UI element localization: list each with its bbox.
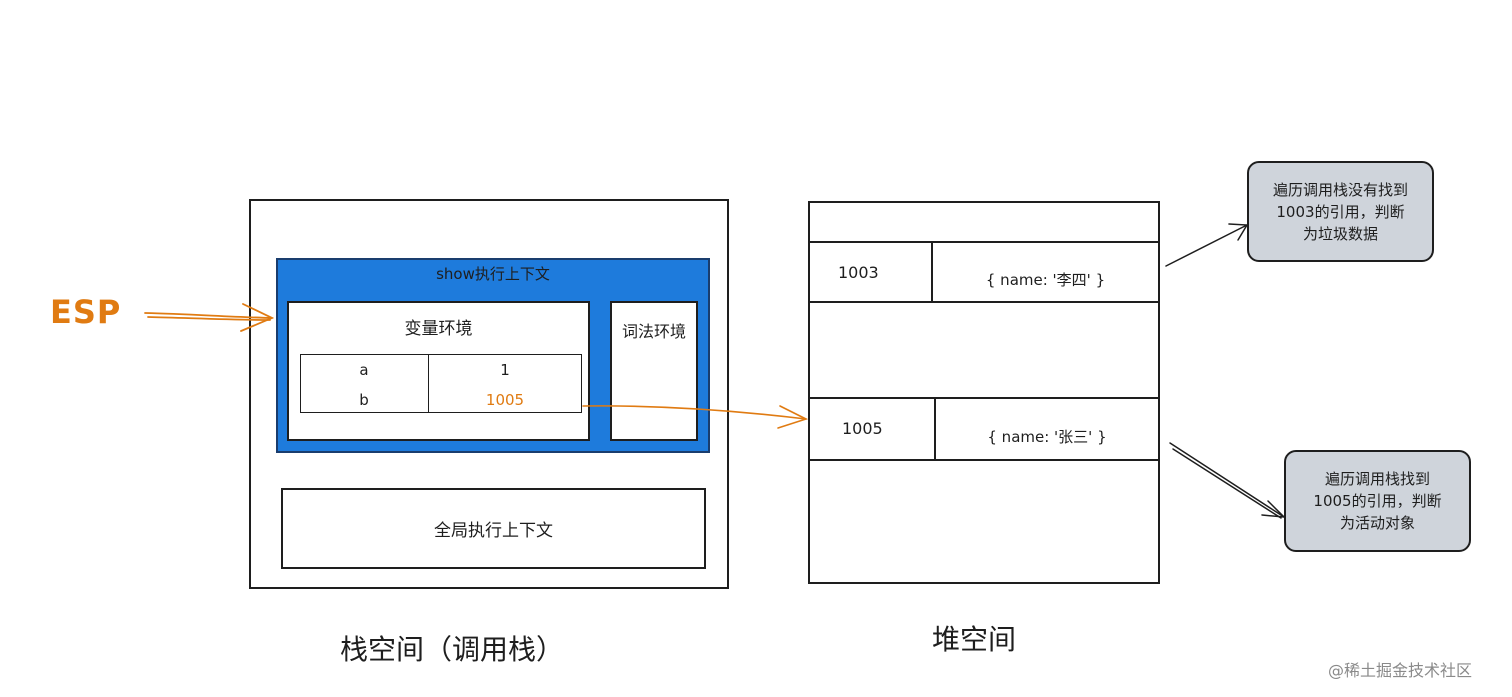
show-context-title: show执行上下文 bbox=[436, 265, 550, 283]
global-context-title: 全局执行上下文 bbox=[434, 521, 553, 541]
note-line: 1005的引用，判断 bbox=[1313, 492, 1442, 510]
heap-row: 1003 { name: '李四' } bbox=[808, 241, 1160, 303]
variable-name: a bbox=[359, 361, 369, 379]
note-arrow bbox=[1169, 442, 1286, 519]
variable-value-reference: 1005 bbox=[485, 391, 525, 409]
watermark: @稀土掘金技术社区 bbox=[1328, 661, 1473, 680]
table-row: a 1 bbox=[300, 357, 582, 383]
lexical-environment-title: 词法环境 bbox=[621, 322, 686, 341]
note-arrow bbox=[1165, 223, 1249, 267]
heap-row-divider bbox=[934, 399, 936, 461]
heap-object: { name: '张三' } bbox=[987, 428, 1107, 446]
global-execution-context: 全局执行上下文 bbox=[281, 488, 706, 569]
variable-value: 1 bbox=[500, 361, 510, 379]
table-row: b 1005 bbox=[300, 388, 582, 414]
note-line: 遍历调用栈找到 bbox=[1324, 470, 1430, 488]
note-line: 1003的引用，判断 bbox=[1276, 202, 1405, 221]
variable-name: b bbox=[359, 391, 369, 409]
heap-address: 1003 bbox=[838, 263, 879, 282]
heap-row-divider bbox=[931, 243, 933, 303]
variable-table-divider bbox=[428, 354, 429, 413]
variable-environment-title: 变量环境 bbox=[404, 319, 473, 339]
heap-object: { name: '李四' } bbox=[985, 271, 1106, 289]
variable-table bbox=[300, 354, 582, 413]
note-active-object: 遍历调用栈找到 1005的引用，判断 为活动对象 bbox=[1284, 450, 1471, 552]
note-garbage-data: 遍历调用栈没有找到 1003的引用，判断 为垃圾数据 bbox=[1247, 161, 1434, 262]
heap-address: 1005 bbox=[842, 419, 883, 438]
stack-space-caption: 栈空间（调用栈） bbox=[340, 633, 565, 666]
variable-environment bbox=[287, 301, 590, 441]
stack-space-frame bbox=[249, 199, 729, 589]
heap-space-frame bbox=[808, 201, 1160, 584]
heap-row: 1005 { name: '张三' } bbox=[808, 397, 1160, 461]
esp-label: ESP bbox=[50, 293, 122, 331]
heap-space-caption: 堆空间 bbox=[932, 623, 1017, 656]
note-line: 遍历调用栈没有找到 bbox=[1272, 180, 1408, 199]
note-line: 为垃圾数据 bbox=[1302, 224, 1378, 243]
note-line: 为活动对象 bbox=[1339, 514, 1415, 532]
